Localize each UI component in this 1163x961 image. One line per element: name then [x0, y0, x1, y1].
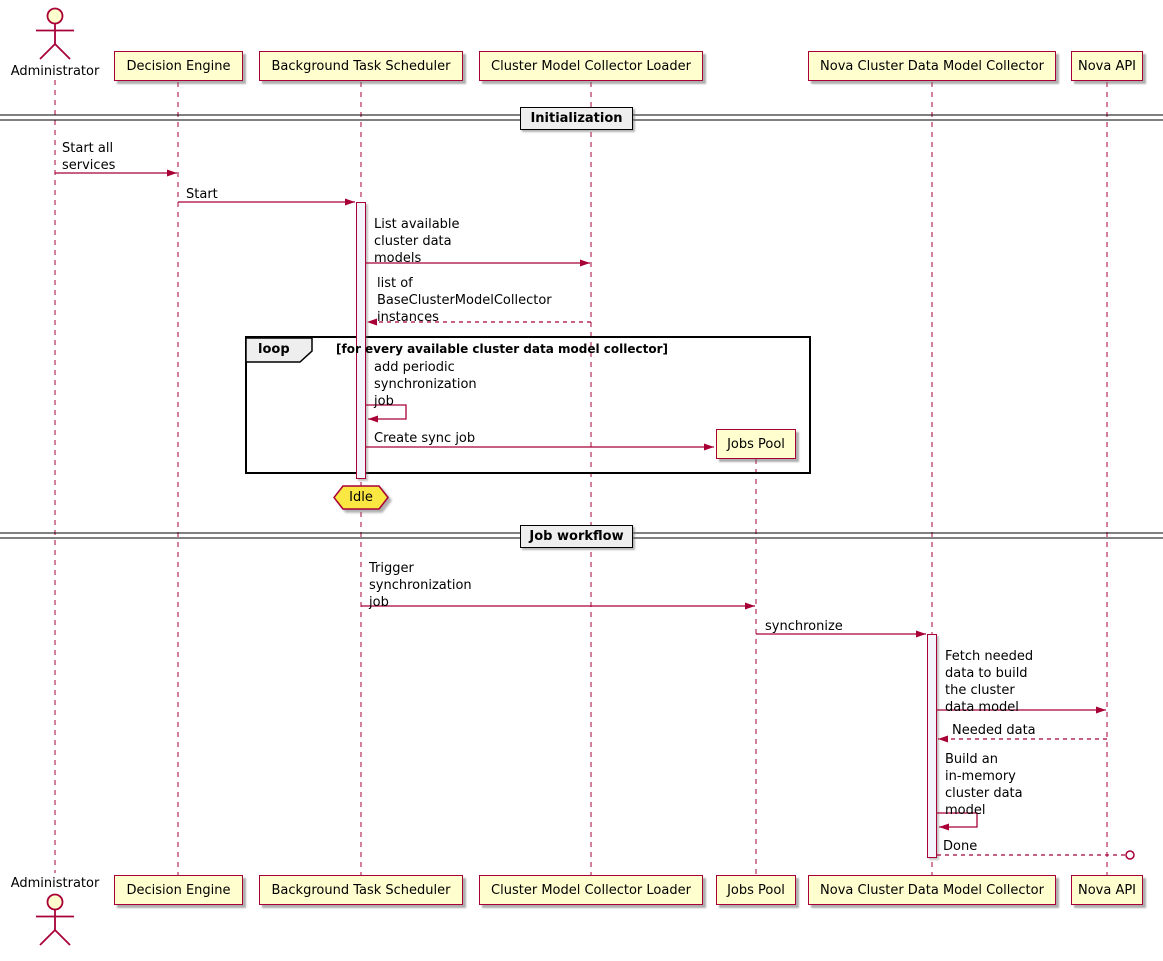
idle-note-label: Idle — [349, 490, 373, 505]
participant-nova-cluster-data-model-collector-top: Nova Cluster Data Model Collector — [808, 51, 1056, 81]
participant-jobs-pool-bottom: Jobs Pool — [716, 875, 796, 905]
divider-rails — [0, 114, 1163, 539]
participant-decision-engine-bottom: Decision Engine — [114, 875, 243, 905]
divider-initialization: Initialization — [520, 107, 633, 130]
message-trigger-sync-job: Trigger synchronization job — [369, 561, 472, 610]
participant-nova-api-bottom: Nova API — [1071, 875, 1143, 905]
loop-keyword-label: loop — [258, 342, 290, 357]
message-needed-data: Needed data — [952, 723, 1036, 738]
actor-figure-bottom — [36, 893, 74, 946]
participant-nova-cluster-data-model-collector-bottom: Nova Cluster Data Model Collector — [808, 875, 1056, 905]
activation-nova-cluster-data-model-collector — [927, 634, 937, 858]
message-build-model: Build an in-memory cluster data model — [945, 752, 1023, 818]
participant-cluster-model-collector-loader-bottom: Cluster Model Collector Loader — [479, 875, 703, 905]
message-start-all-services: Start all services — [62, 141, 116, 173]
message-done: Done — [943, 839, 978, 854]
message-synchronize: synchronize — [765, 619, 843, 634]
participant-background-task-scheduler-bottom: Background Task Scheduler — [259, 875, 463, 905]
participant-decision-engine-top: Decision Engine — [114, 51, 243, 81]
message-add-periodic-job: add periodic synchronization job — [374, 360, 477, 409]
actor-label-administrator-bottom: Administrator — [10, 876, 100, 891]
message-fetch-needed-data: Fetch needed data to build the cluster d… — [945, 649, 1034, 715]
loop-condition-label: [for every available cluster data model … — [336, 342, 668, 356]
actor-figure-top — [36, 7, 74, 60]
message-start: Start — [186, 187, 218, 202]
activation-background-task-scheduler — [356, 202, 366, 479]
message-list-available-models: List available cluster data models — [374, 217, 460, 266]
actor-label-administrator-top: Administrator — [10, 64, 100, 79]
message-list-of-instances: list of BaseClusterModelCollector instan… — [377, 276, 552, 325]
divider-job-workflow: Job workflow — [520, 525, 633, 548]
participant-cluster-model-collector-loader-top: Cluster Model Collector Loader — [479, 51, 703, 81]
participant-nova-api-top: Nova API — [1071, 51, 1143, 81]
participant-background-task-scheduler-top: Background Task Scheduler — [259, 51, 463, 81]
message-create-sync-job: Create sync job — [374, 431, 476, 446]
found-message-circle — [1125, 850, 1135, 860]
participant-jobs-pool-created: Jobs Pool — [716, 429, 796, 459]
